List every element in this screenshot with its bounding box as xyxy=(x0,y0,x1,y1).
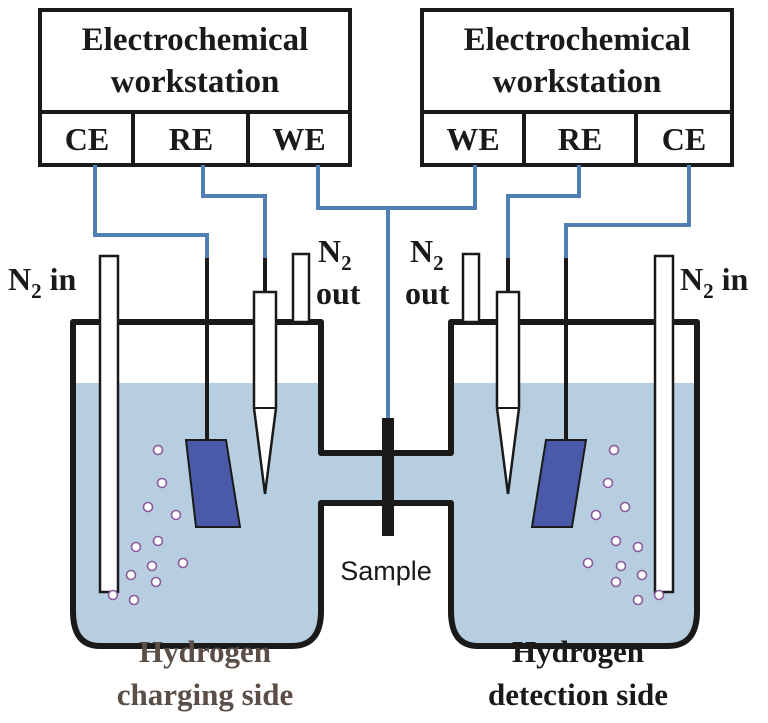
hydrogen-bubble xyxy=(590,509,602,521)
hydrogen-bubble xyxy=(107,589,119,601)
hydrogen-bubble xyxy=(610,535,622,547)
lead-wires xyxy=(93,165,691,418)
right-cell-caption-line2: detection side xyxy=(488,677,668,712)
left-cell-components xyxy=(98,252,311,594)
right-cell-components xyxy=(461,252,675,594)
right-cell-caption-line1: Hydrogen xyxy=(512,634,644,669)
hydrogen-bubble xyxy=(146,560,158,572)
wire-left-re xyxy=(201,165,267,258)
hydrogen-bubble xyxy=(150,576,162,588)
hydrogen-bubble xyxy=(582,557,594,569)
hydrogen-bubble xyxy=(632,541,644,553)
left-port-re: RE xyxy=(169,121,213,157)
hydrogen-bubble xyxy=(152,535,164,547)
left-n2-in-label: N2 in xyxy=(8,261,77,303)
hydrogen-bubble xyxy=(142,501,154,513)
wire-left-ce xyxy=(93,165,209,258)
hydrogen-bubble xyxy=(608,444,620,456)
h-cell-vessel xyxy=(70,319,700,649)
wire-right-re xyxy=(506,165,581,258)
hydrogen-bubble xyxy=(125,569,137,581)
left-counter-electrode xyxy=(184,439,242,528)
hydrogen-bubble xyxy=(170,509,182,521)
right-port-we: WE xyxy=(446,121,499,157)
hydrogen-bubble xyxy=(177,557,189,569)
right-workstation-title-line2: workstation xyxy=(493,64,662,100)
hydrogen-bubble xyxy=(152,444,164,456)
right-n2-out-label: N2 xyxy=(410,233,444,275)
hydrogen-bubble xyxy=(156,477,168,489)
right-n2-inlet-tube xyxy=(653,254,675,594)
hydrogen-bubble xyxy=(615,560,627,572)
sample-label: Sample xyxy=(340,556,432,586)
right-port-re: RE xyxy=(558,121,602,157)
hydrogen-bubble xyxy=(636,569,648,581)
left-cell-caption-line1: Hydrogen xyxy=(139,634,271,669)
left-port-ce: CE xyxy=(65,121,109,157)
left-workstation-box xyxy=(38,8,352,167)
left-workstation-title-line1: Electrochemical xyxy=(82,22,309,58)
left-reference-electrode xyxy=(252,290,278,495)
right-workstation: Electrochemical workstation WE RE CE xyxy=(420,8,734,167)
right-port-ce: CE xyxy=(662,121,706,157)
wire-we-sample xyxy=(316,165,477,210)
wire-right-ce xyxy=(564,165,691,258)
right-workstation-box xyxy=(420,8,734,167)
left-port-we: WE xyxy=(272,121,325,157)
hydrogen-bubble xyxy=(619,501,631,513)
hydrogen-bubble xyxy=(128,594,140,606)
left-n2-out-word: out xyxy=(316,275,361,311)
hydrogen-bubble xyxy=(632,594,644,606)
right-n2-outlet-tube xyxy=(461,252,481,324)
right-counter-electrode xyxy=(530,439,588,528)
left-workstation: Electrochemical workstation CE RE WE xyxy=(38,8,352,167)
bubbles-left xyxy=(107,444,189,606)
hydrogen-bubble xyxy=(602,477,614,489)
left-workstation-title-line2: workstation xyxy=(111,64,280,100)
left-n2-outlet-tube xyxy=(291,252,311,324)
left-n2-out-label: N2 xyxy=(318,233,352,275)
right-n2-in-label: N2 in xyxy=(680,261,749,303)
bubbles-right xyxy=(582,444,665,606)
hydrogen-bubble xyxy=(130,541,142,553)
right-n2-out-word: out xyxy=(405,275,450,311)
hydrogen-bubble xyxy=(653,589,665,601)
left-n2-inlet-tube xyxy=(98,254,120,594)
sample-membrane xyxy=(382,418,394,536)
right-workstation-title-line1: Electrochemical xyxy=(464,22,691,58)
right-reference-electrode xyxy=(495,290,521,495)
hydrogen-bubble xyxy=(610,576,622,588)
left-cell-caption-line2: charging side xyxy=(117,677,294,712)
